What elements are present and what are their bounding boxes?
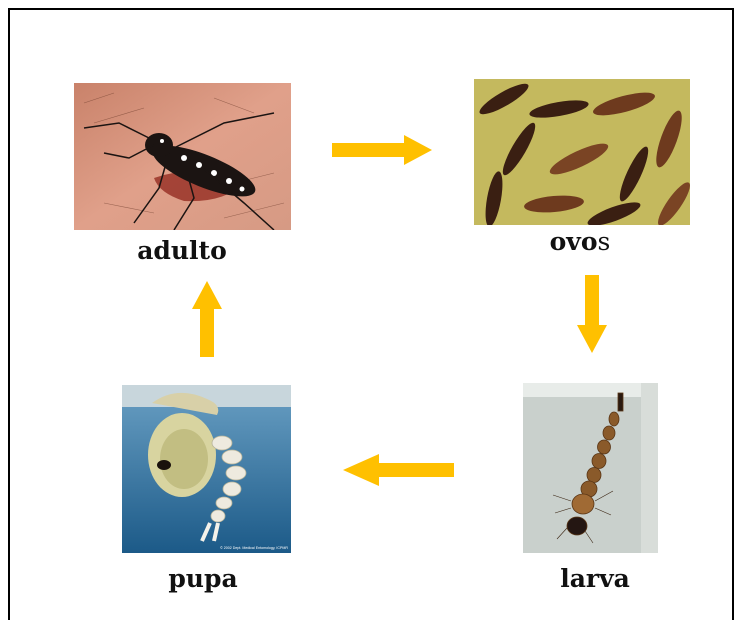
pupa-photo: © 2002 Dept. Medical Entomology, ICPMR <box>122 385 291 553</box>
arrow-right-icon <box>332 135 432 165</box>
pupa-label: pupa <box>153 566 253 591</box>
larva-photo <box>523 383 658 553</box>
eggs-photo <box>474 79 690 225</box>
arrow-down-icon <box>577 275 607 353</box>
eggs-label-bold: ovo <box>550 227 598 256</box>
adult-label: adulto <box>132 238 232 263</box>
larva-label: larva <box>545 566 645 591</box>
pupa-credit: © 2002 Dept. Medical Entomology, ICPMR <box>220 546 288 550</box>
adult-mosquito-photo <box>74 83 291 230</box>
arrow-left-icon <box>343 454 454 486</box>
eggs-label-plain: s <box>598 227 611 256</box>
eggs-label: ovos <box>530 229 630 254</box>
arrow-up-icon <box>192 281 222 357</box>
